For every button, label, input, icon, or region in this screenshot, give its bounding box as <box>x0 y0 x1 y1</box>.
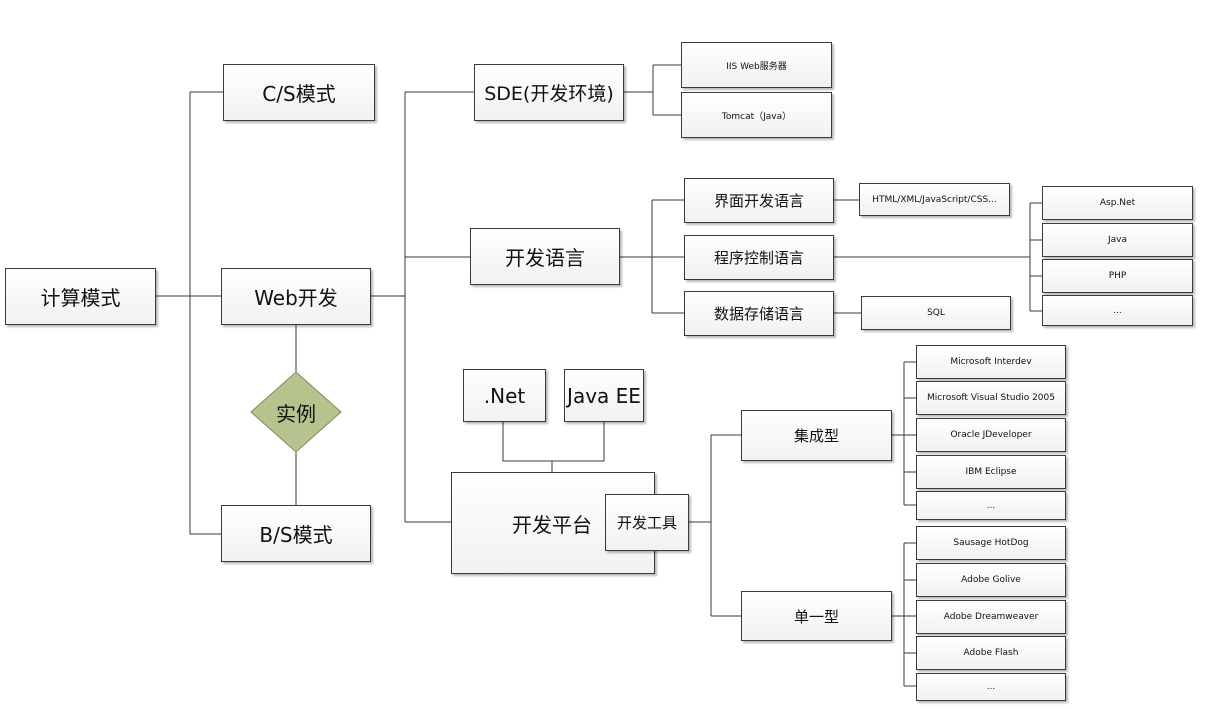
storage-language-detail: SQL <box>861 296 1011 330</box>
server-tomcat: Tomcat（Java） <box>681 92 832 138</box>
integrated-tool-item: ... <box>916 491 1066 520</box>
sde-node: SDE(开发环境) <box>474 64 624 121</box>
program-language-item: Asp.Net <box>1042 186 1193 220</box>
integrated-tool-item: Oracle JDeveloper <box>916 418 1066 452</box>
languages-node: 开发语言 <box>470 228 620 285</box>
program-language-item: Java <box>1042 223 1193 257</box>
integrated-tool-item: Microsoft Visual Studio 2005 <box>916 381 1066 415</box>
program-language-item: PHP <box>1042 259 1193 293</box>
single-tool-item: ... <box>916 673 1066 701</box>
instance-diamond <box>250 371 342 453</box>
integrated-tool-item: IBM Eclipse <box>916 455 1066 489</box>
single-tool-item: Adobe Flash <box>916 636 1066 670</box>
ui-language-detail: HTML/XML/JavaScript/CSS... <box>859 183 1010 216</box>
server-iis: IIS Web服务器 <box>681 42 832 88</box>
integrated-tool-item: Microsoft Interdev <box>916 345 1066 379</box>
single-tool-item: Sausage HotDog <box>916 526 1066 560</box>
instance-label: 实例 <box>276 401 316 426</box>
bs-mode-node: B/S模式 <box>221 505 371 562</box>
framework-dotnet: .Net <box>463 369 546 422</box>
single-type-node: 单一型 <box>741 591 892 641</box>
storage-language-node: 数据存储语言 <box>684 291 834 336</box>
program-language-item: ... <box>1042 295 1193 326</box>
program-language-node: 程序控制语言 <box>684 235 834 280</box>
single-tool-item: Adobe Golive <box>916 563 1066 597</box>
root-node: 计算模式 <box>5 268 156 325</box>
cs-mode-node: C/S模式 <box>223 64 375 121</box>
dev-tools-node: 开发工具 <box>605 494 689 551</box>
ui-language-node: 界面开发语言 <box>684 178 834 223</box>
framework-javaee: Java EE <box>564 369 644 422</box>
single-tool-item: Adobe Dreamweaver <box>916 600 1066 634</box>
web-dev-node: Web开发 <box>221 268 371 325</box>
integrated-type-node: 集成型 <box>741 410 892 461</box>
